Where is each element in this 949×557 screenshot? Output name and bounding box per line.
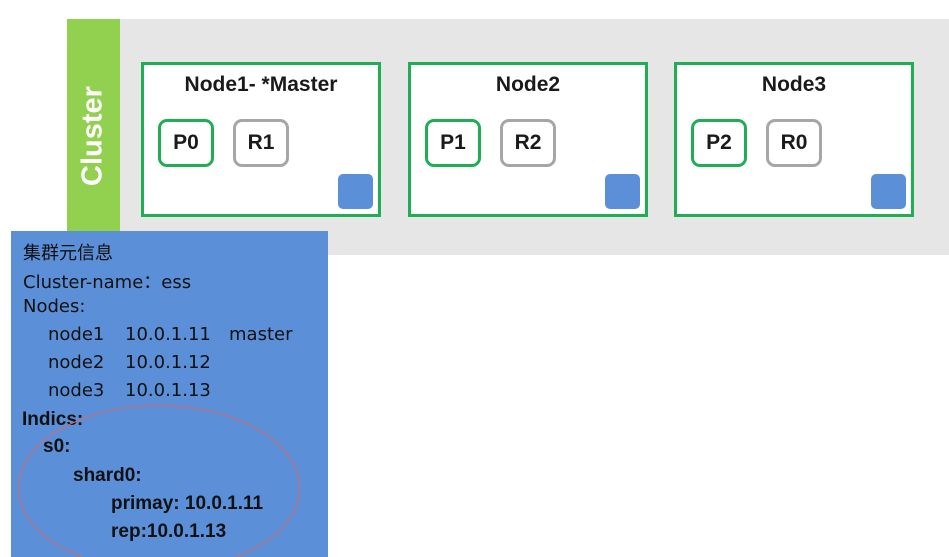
node-box-node2: Node2 P1 R2 (408, 62, 648, 217)
node-marker-square (871, 174, 906, 209)
primary-shard-p0: P0 (158, 119, 214, 167)
cluster-label: Cluster (76, 86, 109, 186)
replica-shard-r1: R1 (233, 119, 289, 167)
cluster-name-line: Cluster-name：ess (23, 268, 191, 294)
node-entry-ip: 10.0.1.11 (125, 324, 211, 345)
node-entry-node2: node2 10.0.1.12 (48, 352, 229, 373)
cluster-name-label: Cluster-name： (23, 272, 162, 293)
node-entry-name: node1 (48, 324, 105, 345)
node-marker-square (338, 174, 373, 209)
node-box-node3: Node3 P2 R0 (674, 62, 914, 217)
node-entry-name: node3 (48, 380, 105, 401)
node-title: Node2 (495, 73, 561, 96)
primary-shard-p2: P2 (691, 119, 747, 167)
primary-shard-p1: P1 (425, 119, 481, 167)
replica-shard-r2: R2 (500, 119, 556, 167)
node-entry-name: node2 (48, 352, 105, 373)
node-title: Node3 (761, 73, 827, 96)
highlight-ellipse (18, 405, 300, 557)
nodes-label: Nodes: (23, 296, 86, 317)
node-marker-square (605, 174, 640, 209)
node-entry-node1: node1 10.0.1.11 master (48, 324, 292, 345)
replica-shard-r0: R0 (766, 119, 822, 167)
node-entry-ip: 10.0.1.12 (125, 352, 211, 373)
node-entry-node3: node3 10.0.1.13 (48, 380, 229, 401)
cluster-label-bar (67, 19, 120, 255)
node-title: Node1- *Master (184, 73, 338, 96)
node-box-node1: Node1- *Master P0 R1 (141, 62, 381, 217)
cluster-name-value: ess (161, 272, 192, 293)
node-entry-ip: 10.0.1.13 (125, 380, 211, 401)
node-entry-role: master (229, 324, 293, 345)
metadata-title: 集群元信息 (23, 243, 113, 264)
